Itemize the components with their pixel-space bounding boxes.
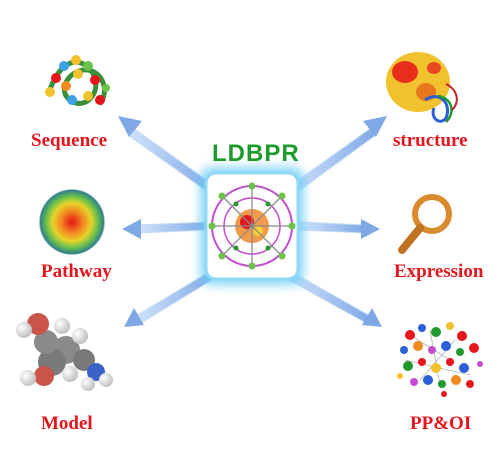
label-structure: structure [393,130,468,151]
magnifier-icon [398,194,452,254]
pathway-sphere-icon [39,189,105,255]
label-model: Model [41,413,93,434]
label-sequence: Sequence [31,130,107,151]
label-ppoi: PP&OI [410,413,472,434]
crystal-structure-icon [208,182,296,270]
protein-surface-icon [386,52,458,123]
protein-helix-icon [45,55,110,106]
center-node [200,167,304,285]
arrow-to-structure [289,116,387,194]
arrow-to-expression [299,219,380,239]
center-title: LDBPR [212,140,300,167]
label-expression: Expression [394,261,484,282]
molecule-model-icon [16,313,113,391]
interaction-network-icon [397,322,483,397]
arrow-to-pathway [122,219,209,239]
label-pathway: Pathway [41,261,112,282]
